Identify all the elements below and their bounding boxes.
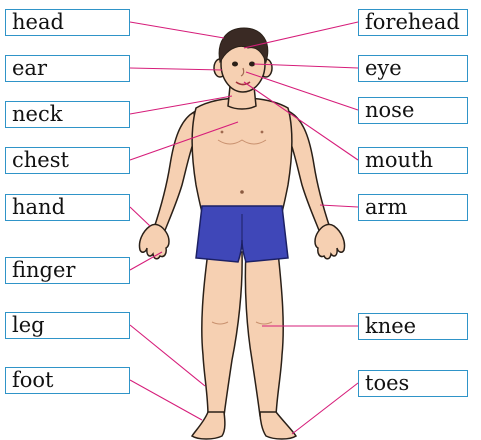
label-foot: foot (5, 367, 130, 394)
label-text: leg (12, 313, 129, 338)
label-nose: nose (358, 97, 468, 124)
left-eye (232, 62, 238, 67)
left-leg (202, 252, 242, 416)
label-forehead: forehead (358, 9, 468, 36)
label-text: mouth (365, 148, 467, 173)
label-neck: neck (5, 101, 130, 128)
label-arm: arm (358, 194, 468, 221)
label-text: foot (12, 368, 129, 393)
label-head: head (5, 9, 130, 36)
torso (192, 98, 292, 212)
label-text: toes (365, 371, 467, 396)
right-nipple (261, 131, 264, 134)
label-text: finger (12, 258, 129, 283)
label-text: chest (12, 148, 129, 173)
left-hand (139, 224, 169, 258)
label-text: ear (12, 56, 129, 81)
label-hand: hand (5, 194, 130, 221)
left-nipple (221, 131, 224, 134)
label-ear: ear (5, 55, 130, 82)
leader-leg (130, 325, 205, 386)
leader-ear (130, 68, 222, 70)
label-text: knee (365, 314, 467, 339)
leader-foot (130, 380, 202, 420)
right-foot (260, 412, 296, 439)
label-eye: eye (358, 55, 468, 82)
right-leg (245, 252, 283, 416)
leader-head (130, 22, 224, 38)
navel (240, 190, 244, 194)
label-finger: finger (5, 257, 130, 284)
label-text: hand (12, 195, 129, 220)
label-mouth: mouth (358, 147, 468, 174)
label-text: forehead (365, 10, 467, 35)
leader-arm (320, 205, 358, 207)
right-hand (315, 224, 345, 258)
label-text: nose (365, 98, 467, 123)
label-toes: toes (358, 370, 468, 397)
left-foot (192, 412, 225, 439)
label-chest: chest (5, 147, 130, 174)
label-text: eye (365, 56, 467, 81)
label-knee: knee (358, 313, 468, 340)
leader-hand (130, 207, 150, 226)
label-text: neck (12, 102, 129, 127)
label-leg: leg (5, 312, 130, 339)
leader-finger (130, 252, 162, 270)
label-text: arm (365, 195, 467, 220)
leader-toes (292, 383, 358, 434)
label-text: head (12, 10, 129, 35)
